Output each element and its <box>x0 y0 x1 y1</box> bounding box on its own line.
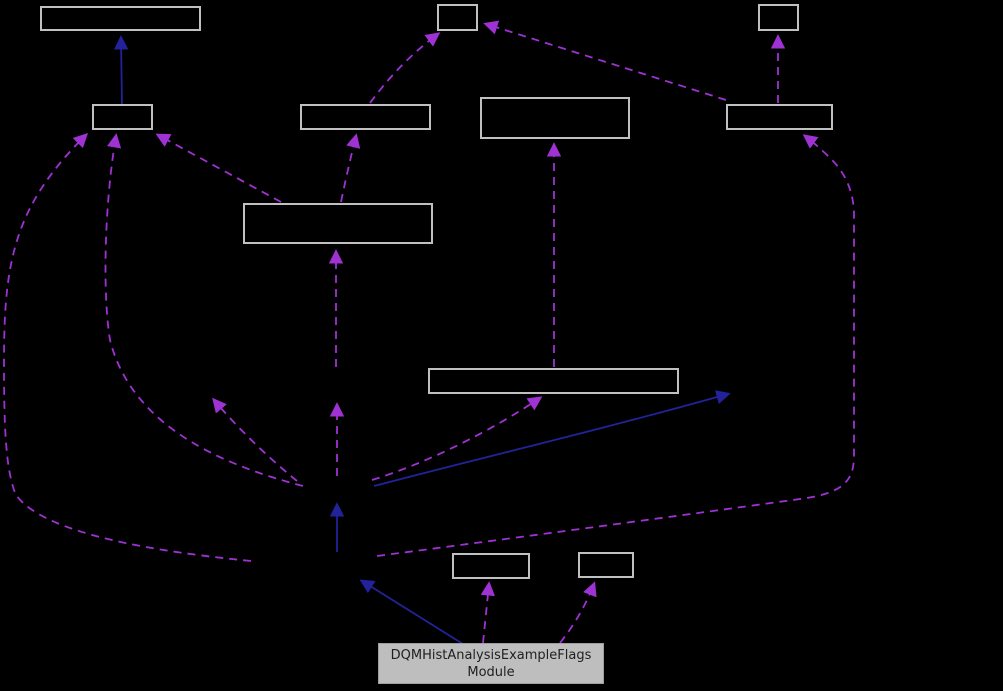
node-top-right[interactable] <box>758 4 799 31</box>
node-bottom-small-right[interactable] <box>578 552 634 578</box>
edge-row3-to-row2-left <box>155 133 282 203</box>
node-row2-center-left[interactable] <box>300 104 431 130</box>
edge-row3-to-row2-center-left <box>340 133 361 203</box>
hidden-node-b[interactable] <box>252 553 376 579</box>
edge-main-to-hidden-b <box>359 579 464 645</box>
node-main-label-line2: Module <box>467 664 515 680</box>
edge-row2-center-left-to-top-middle <box>369 32 441 104</box>
node-row2-left[interactable] <box>92 104 153 130</box>
edge-hidden-b-to-row2-left-corner <box>3 132 252 562</box>
edge-hidden-a-to-row2-left-center <box>104 133 304 487</box>
node-mid-wide[interactable] <box>428 368 679 394</box>
node-row2-center-right[interactable] <box>480 97 630 139</box>
edge-hidden-a-to-hidden-d <box>212 397 298 482</box>
node-top-middle[interactable] <box>437 4 478 31</box>
node-row2-right[interactable] <box>726 104 833 130</box>
edge-row2-right-to-top-middle <box>483 20 727 101</box>
edge-main-to-bottom-small-right <box>559 581 597 644</box>
node-main: DQMHistAnalysisExampleFlags Module <box>378 643 604 684</box>
hidden-node-a[interactable] <box>305 477 375 502</box>
edge-hidden-a-to-hidden-c <box>373 390 731 487</box>
edge-hidden-b-to-row2-right <box>376 134 855 557</box>
node-row3-wide[interactable] <box>243 203 433 244</box>
node-bottom-small-left[interactable] <box>452 553 530 579</box>
edge-row2-left-to-top-left <box>113 35 129 106</box>
edge-main-to-bottom-small-left <box>480 581 495 644</box>
node-main-label-line1: DQMHistAnalysisExampleFlags <box>390 647 592 663</box>
node-top-left[interactable] <box>40 6 201 31</box>
edge-hidden-a-to-mid-wide <box>371 396 543 481</box>
